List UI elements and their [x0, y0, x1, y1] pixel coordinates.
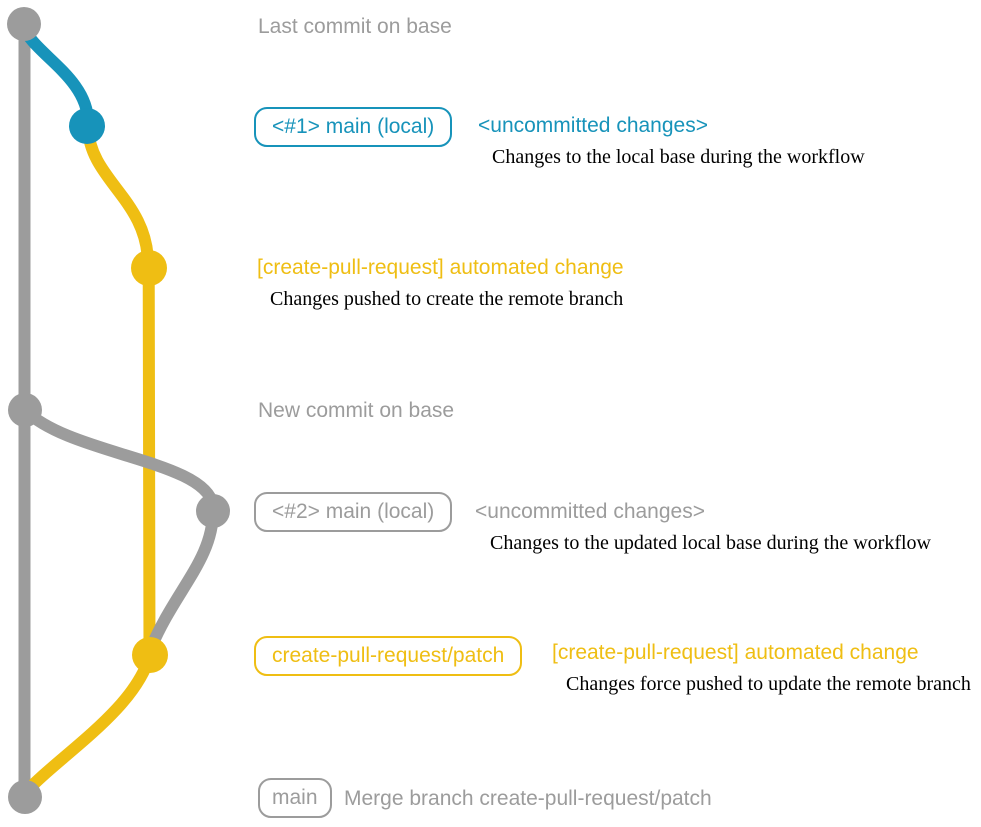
caption-new-commit: New commit on base: [258, 399, 455, 422]
edge-automated-change-1: [82, 122, 154, 270]
edge-merge-to-base: [19, 649, 156, 799]
caption-last-commit: Last commit on base: [258, 15, 452, 38]
title-automated-change-2: [create-pull-request] automated change: [552, 641, 919, 664]
note-uncommitted-changes-1: Changes to the local base during the wor…: [492, 146, 865, 168]
branch-badge-patch: create-pull-request/patch: [254, 636, 523, 676]
edge-new-commit-on-base: [19, 404, 219, 511]
commit-node-uncommitted-1: [69, 108, 105, 144]
note-automated-change-1: Changes pushed to create the remote bran…: [270, 288, 624, 310]
note-uncommitted-changes-2: Changes to the updated local base during…: [490, 532, 931, 554]
branch-badge-main-local-1: <#1> main (local): [254, 107, 453, 147]
branch-badge-main-local-2: <#2> main (local): [254, 492, 453, 532]
note-automated-change-2: Changes force pushed to update the remot…: [566, 673, 971, 695]
status-uncommitted-changes-2: <uncommitted changes>: [475, 500, 705, 523]
title-automated-change-1: [create-pull-request] automated change: [257, 256, 624, 279]
commit-node-last-base: [7, 7, 41, 41]
caption-merge-commit: Merge branch create-pull-request/patch: [344, 787, 712, 810]
commit-node-uncommitted-2: [196, 494, 230, 528]
commit-node-merge: [8, 780, 42, 814]
edge-automated-change-2: [144, 505, 219, 656]
edge-uncommitted-changes-1: [18, 18, 94, 128]
branch-badge-main: main: [258, 778, 332, 818]
commit-node-new-base: [8, 393, 42, 427]
git-graph: [7, 7, 230, 814]
commit-node-automated-1: [131, 250, 167, 286]
commit-node-automated-2: [132, 637, 168, 673]
status-uncommitted-changes-1: <uncommitted changes>: [478, 114, 708, 137]
